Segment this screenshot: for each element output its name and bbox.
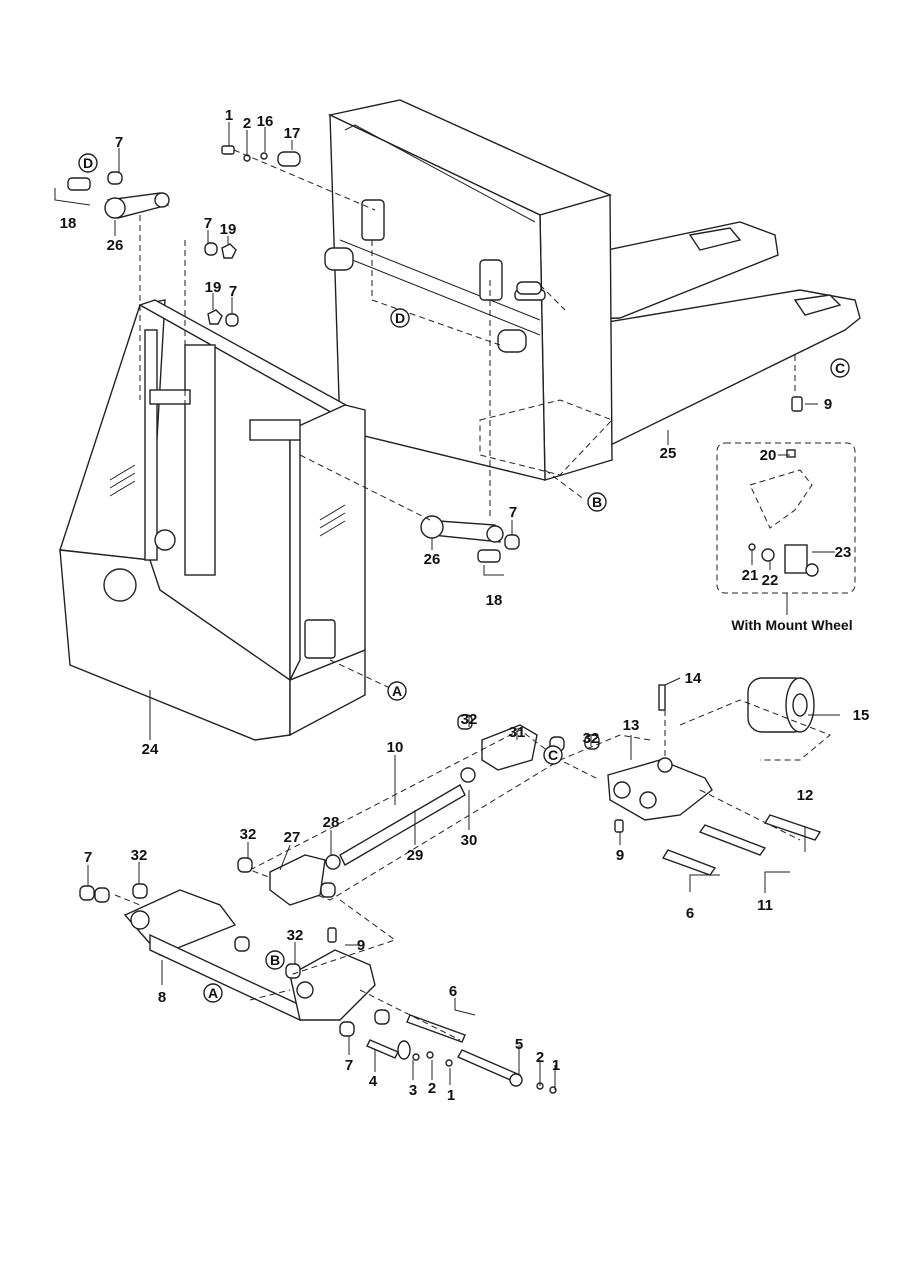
ref-marker-a-axle: A <box>203 983 223 1003</box>
yoke-31 <box>481 724 538 771</box>
svg-text:A: A <box>208 985 218 1001</box>
part-label: 7 <box>84 849 92 866</box>
part-label: 11 <box>757 897 773 914</box>
pin-14 <box>658 684 666 711</box>
part-label: 16 <box>257 113 274 130</box>
part-label: 6 <box>449 983 457 1000</box>
link-26-top <box>104 192 170 219</box>
ref-marker-c-frame: C <box>830 358 850 378</box>
ref-marker-b-frame: B <box>587 492 607 512</box>
part-label: 19 <box>205 279 222 296</box>
part-label: 6 <box>686 905 694 922</box>
part-label: 2 <box>536 1049 544 1066</box>
part-label: 28 <box>323 814 340 831</box>
part-label: 21 <box>742 567 759 584</box>
part-label: 14 <box>685 670 702 687</box>
ref-marker-d-frame: D <box>390 308 410 328</box>
part-label: 24 <box>142 741 159 758</box>
part-label: 31 <box>509 724 526 741</box>
part-label: 12 <box>797 787 814 804</box>
part-label: 27 <box>284 829 301 846</box>
svg-text:D: D <box>83 155 93 171</box>
ref-marker-c-linkage: C <box>543 745 563 765</box>
part-label: 26 <box>107 237 124 254</box>
part-label: 32 <box>583 730 600 747</box>
part-label: 25 <box>660 445 677 462</box>
part-label: 7 <box>509 504 517 521</box>
part-label: 30 <box>461 832 478 849</box>
part-label: 13 <box>623 717 640 734</box>
part-label: 29 <box>407 847 424 864</box>
part-label: 18 <box>486 592 503 609</box>
part-label: 22 <box>762 572 779 589</box>
part-label: 32 <box>131 847 148 864</box>
part-label: 4 <box>369 1073 378 1090</box>
svg-text:C: C <box>548 747 558 763</box>
svg-text:B: B <box>592 494 602 510</box>
part-label: 7 <box>204 215 212 232</box>
part-label: 5 <box>515 1036 523 1053</box>
svg-text:D: D <box>395 310 405 326</box>
svg-text:A: A <box>392 683 402 699</box>
leader-lines <box>54 122 840 1090</box>
ref-marker-d-top: D <box>78 153 98 173</box>
load-roller-15 <box>747 677 815 733</box>
part-label: 8 <box>158 989 166 1006</box>
part-label: 26 <box>424 551 441 568</box>
pins-11-12-6 <box>661 814 822 876</box>
bogie-13 <box>607 757 713 821</box>
part-label: 32 <box>287 927 304 944</box>
mount-wheel-caption: With Mount Wheel <box>731 617 852 633</box>
part-label: 7 <box>229 283 237 300</box>
part-label: 18 <box>60 215 77 232</box>
part-label: 3 <box>409 1082 417 1099</box>
fork-frame-25 <box>324 99 861 481</box>
assembly-paths-bottom <box>114 699 831 1041</box>
part-label: 15 <box>853 707 870 724</box>
part-label: 1 <box>225 107 233 124</box>
part-label: 9 <box>824 396 832 413</box>
part-label: 1 <box>552 1057 560 1074</box>
small-parts-top <box>67 145 803 563</box>
part-label: 32 <box>461 711 478 728</box>
part-label: 9 <box>357 937 365 954</box>
svg-text:C: C <box>835 360 845 376</box>
part-label: 10 <box>387 739 404 756</box>
part-label: 17 <box>284 125 301 142</box>
part-label: 23 <box>835 544 852 561</box>
ref-marker-a-chassis: A <box>387 681 407 701</box>
chassis-24 <box>59 299 366 741</box>
part-label: 7 <box>345 1057 353 1074</box>
ref-marker-b-axle: B <box>265 950 285 970</box>
part-label: 2 <box>428 1080 436 1097</box>
part-label: 32 <box>240 826 257 843</box>
link-26-middle <box>420 515 504 543</box>
part-label: 19 <box>220 221 237 238</box>
axle-8 <box>123 889 376 1022</box>
part-labels: 1 2 16 17 7 18 26 7 19 19 7 9 25 20 23 2… <box>60 107 870 1104</box>
part-label: 20 <box>760 447 777 464</box>
yoke-27 <box>269 854 326 906</box>
assembly-paths-top <box>139 149 796 689</box>
svg-text:B: B <box>270 952 280 968</box>
part-label: 9 <box>616 847 624 864</box>
part-label: 2 <box>243 115 251 132</box>
mount-wheel-inset <box>716 442 856 615</box>
part-label: 7 <box>115 134 123 151</box>
part-label: 1 <box>447 1087 455 1104</box>
